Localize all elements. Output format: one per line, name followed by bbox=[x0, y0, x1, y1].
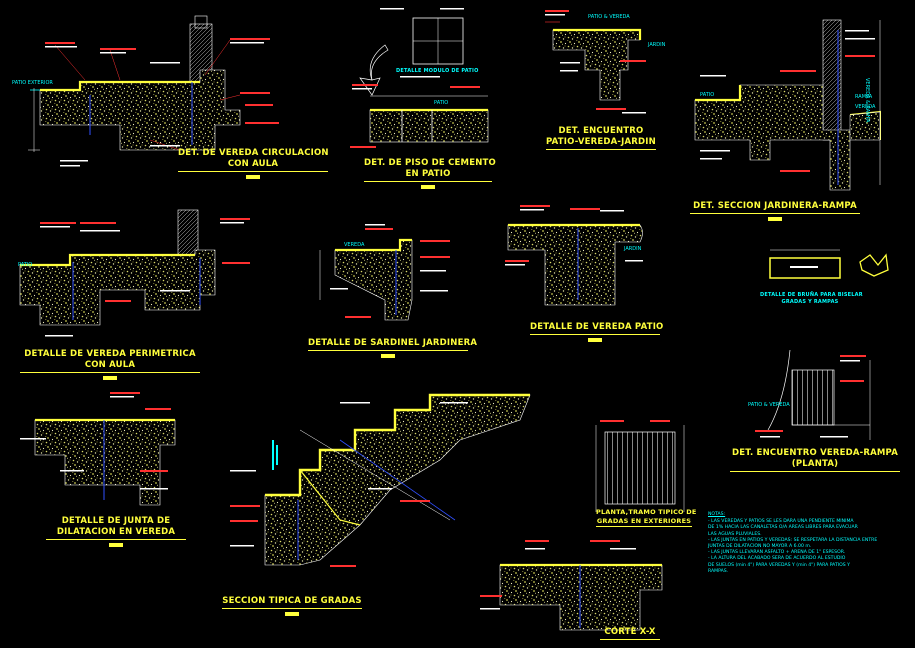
title-line: DET. DE PISO DE CEMENTO bbox=[364, 158, 496, 168]
note-line: DE 1% HACIA LAS CANALETAS O/A AREAS LIBR… bbox=[708, 525, 858, 531]
title-marker bbox=[246, 175, 260, 179]
detail-planta-gradas bbox=[595, 420, 685, 512]
note-line: - LA ALTURA DEL ACABADO SERA DE ACUERDO … bbox=[708, 556, 846, 562]
detail-encuentro-patio-jardin bbox=[545, 10, 646, 114]
label-jardin: JARDIN bbox=[648, 42, 666, 48]
title-vereda-patio: DETALLE DE VEREDA PATIO bbox=[530, 322, 664, 346]
note-line: RAMPAS. bbox=[708, 568, 729, 574]
label-vereda-rampa: VEREDA & RAMPA bbox=[864, 78, 870, 123]
title-sardinel-jardinera: DETALLE DE SARDINEL JARDINERA bbox=[308, 338, 477, 362]
label-patio: PATIO bbox=[434, 100, 449, 106]
title-marker bbox=[381, 354, 395, 358]
label-rampa: RAMPA bbox=[855, 94, 873, 100]
detail-jardinera-rampa bbox=[694, 19, 881, 191]
title-marker bbox=[109, 543, 123, 547]
title-line: DET. SECCION JARDINERA-RAMPA bbox=[693, 201, 857, 211]
title-marker bbox=[588, 338, 602, 342]
note-line: - LAS VEREDAS Y PATIOS SE LES DARA UNA P… bbox=[708, 519, 854, 525]
note-line: JUNTAS DE DILATACION NO MAYOR A 6.00 m. bbox=[708, 544, 812, 550]
title-line: DETALLE DE BRUÑA PARA BISELAR bbox=[760, 292, 863, 298]
detail-sardinel-jardinera bbox=[319, 224, 450, 321]
label-patio-vereda: PATIO & VEREDA bbox=[588, 14, 630, 20]
note-line: LAS AGUAS PLUVIALES. bbox=[708, 531, 762, 537]
title-line: DETALLE DE SARDINEL JARDINERA bbox=[308, 338, 478, 348]
title-line: PLANTA,TRAMO TIPICO DE bbox=[596, 508, 697, 516]
title-line: CON AULA bbox=[227, 159, 279, 169]
detail-vereda-perimetrica bbox=[19, 209, 250, 337]
title-marker bbox=[103, 376, 117, 380]
title-marker bbox=[421, 185, 435, 189]
title-line: DET. ENCUENTRO bbox=[558, 126, 644, 136]
title-line: GRADAS Y RAMPAS bbox=[781, 299, 839, 305]
label-patio-exterior: PATIO EXTERIOR bbox=[12, 80, 53, 86]
title-seccion-gradas: SECCION TIPICA DE GRADAS bbox=[222, 596, 362, 620]
title-line: EN PATIO bbox=[405, 169, 451, 179]
detail-piso-patio bbox=[350, 8, 489, 148]
detail-seccion-gradas bbox=[230, 393, 531, 567]
title-marker bbox=[285, 612, 299, 616]
label-patio-jardinera: PATIO bbox=[700, 92, 715, 98]
title-line: CON AULA bbox=[84, 360, 136, 370]
note-line: - LAS JUNTAS LLEVARAN ASFALTO + ARENA DE… bbox=[708, 550, 846, 556]
general-notes: NOTAS: - LAS VEREDAS Y PATIOS SE LES DAR… bbox=[708, 512, 908, 575]
title-line: DETALLE DE VEREDA PATIO bbox=[530, 322, 664, 332]
detail-bruna-biselar bbox=[769, 249, 889, 279]
detail-corte-xx bbox=[480, 540, 663, 631]
detail-vereda-circulacion bbox=[28, 15, 279, 167]
note-line: - LAS JUNTAS EN PATIOS Y VEREDAS: SE RES… bbox=[708, 537, 878, 543]
title-line: DETALLE MODULO DE PATIO bbox=[396, 68, 479, 74]
title-jardinera-rampa: DET. SECCION JARDINERA-RAMPA bbox=[690, 201, 860, 225]
title-line: GRADAS EN EXTERIORES bbox=[596, 516, 692, 525]
title-corte-xx: CORTE X-X bbox=[600, 627, 660, 640]
title-line: DILATACION EN VEREDA bbox=[56, 527, 176, 537]
title-line: DET. DE VEREDA CIRCULACION bbox=[178, 148, 329, 158]
title-junta-dilatacion: DETALLE DE JUNTA DE DILATACION EN VEREDA bbox=[46, 516, 186, 551]
title-vereda-perimetrica: DETALLE DE VEREDA PERIMETRICA CON AULA bbox=[20, 349, 200, 384]
title-vereda-circulacion: DET. DE VEREDA CIRCULACION CON AULA bbox=[178, 148, 329, 183]
title-planta-gradas: PLANTA,TRAMO TIPICO DE GRADAS EN EXTERIO… bbox=[596, 508, 696, 527]
label-patio-vereda-rampa: PATIO & VEREDA bbox=[748, 402, 790, 408]
detail-junta-dilatacion bbox=[20, 392, 176, 506]
label-vereda-sardinel: VEREDA bbox=[344, 242, 365, 248]
label-jardin-vereda-patio: JARDIN bbox=[624, 246, 642, 252]
title-line: SECCION TIPICA DE GRADAS bbox=[222, 596, 362, 606]
title-line: DETALLE DE JUNTA DE bbox=[61, 516, 171, 526]
title-line: DET. ENCUENTRO VEREDA-RAMPA bbox=[732, 448, 898, 458]
label-patio-perimetrica: PATIO bbox=[18, 262, 33, 268]
notes-title: NOTAS: bbox=[708, 512, 726, 517]
label-vereda: VEREDA bbox=[855, 104, 876, 110]
title-marker bbox=[768, 217, 782, 221]
title-piso-patio: DET. DE PISO DE CEMENTO EN PATIO bbox=[364, 158, 496, 193]
detail-vereda-patio bbox=[505, 205, 643, 306]
detail-encuentro-vereda-rampa bbox=[755, 349, 871, 440]
title-bruna-biselar: DETALLE DE BRUÑA PARA BISELAR GRADAS Y R… bbox=[760, 292, 863, 306]
title-modulo-patio: DETALLE MODULO DE PATIO bbox=[396, 68, 479, 75]
title-line: (PLANTA) bbox=[791, 459, 839, 469]
title-line: DETALLE DE VEREDA PERIMETRICA bbox=[24, 349, 196, 359]
title-line: PATIO-VEREDA-JARDIN bbox=[546, 137, 656, 147]
note-line: DE SUELOS (min 4") PARA VEREDAS Y (min 4… bbox=[708, 562, 850, 568]
title-line: CORTE X-X bbox=[604, 627, 656, 637]
title-encuentro-patio-jardin: DET. ENCUENTRO PATIO-VEREDA-JARDIN bbox=[546, 126, 656, 150]
title-encuentro-vereda-rampa: DET. ENCUENTRO VEREDA-RAMPA (PLANTA) bbox=[730, 448, 900, 472]
